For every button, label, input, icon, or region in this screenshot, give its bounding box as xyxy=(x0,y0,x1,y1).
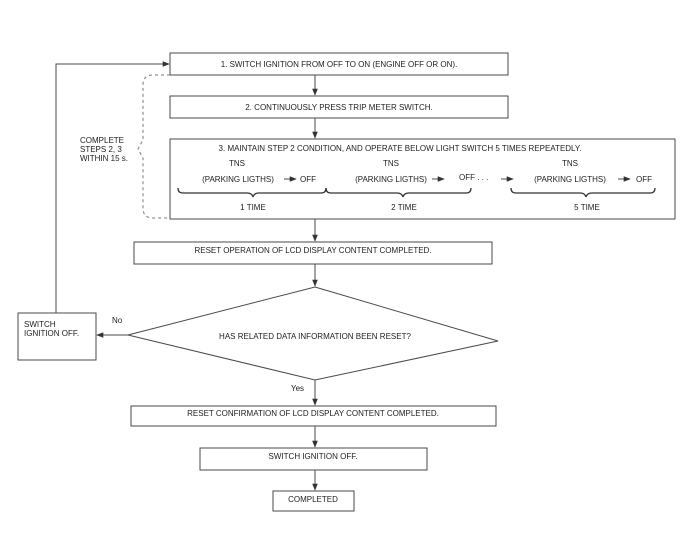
switch-off-side-box xyxy=(17,312,97,361)
parking-label-1: (PARKING LIGTHS) xyxy=(202,175,274,184)
step-2-text: 2. CONTINUOUSLY PRESS TRIP METER SWITCH. xyxy=(245,103,432,112)
off-label-2: OFF . . . xyxy=(459,173,488,182)
completed-text: COMPLETED xyxy=(288,495,338,504)
time-2-label: 2 TIME xyxy=(391,203,417,212)
step-1-text: 1. SWITCH IGNITION FROM OFF TO ON (ENGIN… xyxy=(221,60,458,69)
step-1-box xyxy=(169,52,509,76)
step-2-box xyxy=(169,95,509,119)
completed-box xyxy=(272,490,355,512)
arrow-loop-back xyxy=(55,61,170,313)
off-label-5: OFF xyxy=(636,175,652,184)
switch-off-side-line1: SWITCH xyxy=(24,320,56,329)
reset-operation-text: RESET OPERATION OF LCD DISPLAY CONTENT C… xyxy=(194,246,431,255)
reset-confirmation-box xyxy=(130,405,497,427)
complete-note-line3: WITHIN 15 s. xyxy=(80,154,128,163)
switch-off-box xyxy=(199,447,428,471)
yes-label: Yes xyxy=(291,384,304,393)
brace-5 xyxy=(510,187,656,198)
time-1-label: 1 TIME xyxy=(240,203,266,212)
complete-note-line1: COMPLETE xyxy=(80,136,124,145)
tns-label-2: TNS xyxy=(383,159,399,168)
parking-label-5: (PARKING LIGTHS) xyxy=(534,175,606,184)
off-label-1: OFF xyxy=(300,175,316,184)
step-3-box xyxy=(169,138,676,220)
decision-text: HAS RELATED DATA INFORMATION BEEN RESET? xyxy=(219,332,411,341)
complete-note-line2: STEPS 2, 3 xyxy=(80,145,122,154)
step-3-text: 3. MAINTAIN STEP 2 CONDITION, AND OPERAT… xyxy=(219,144,582,153)
brace-1 xyxy=(177,187,327,198)
reset-operation-box xyxy=(133,241,493,265)
no-label: No xyxy=(112,316,123,325)
tns-label-1: TNS xyxy=(229,159,245,168)
switch-off-side-line2: IGNITION OFF. xyxy=(24,329,79,338)
tns-label-5: TNS xyxy=(562,159,578,168)
steps-2-3-bracket xyxy=(137,74,170,219)
reset-confirmation-text: RESET CONFIRMATION OF LCD DISPLAY CONTEN… xyxy=(187,409,439,418)
parking-label-2: (PARKING LIGTHS) xyxy=(355,175,427,184)
time-5-label: 5 TIME xyxy=(574,203,600,212)
brace-2 xyxy=(325,187,472,198)
switch-off-text: SWITCH IGNITION OFF. xyxy=(269,452,358,461)
